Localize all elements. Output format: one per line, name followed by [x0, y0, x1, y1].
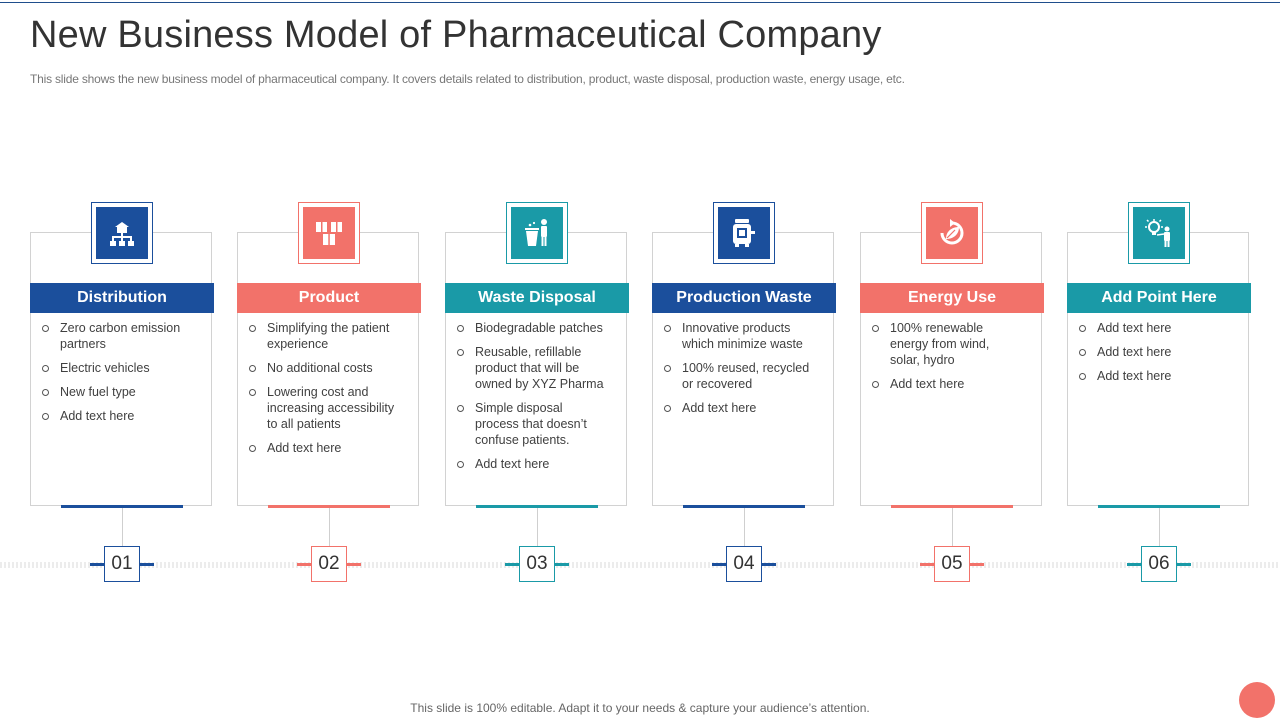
list-item: 100% renewable energy from wind, solar, …	[862, 320, 1022, 368]
step-number: 02	[311, 546, 347, 582]
list-item: Simplifying the patient experience	[239, 320, 399, 352]
column-title: Production Waste	[652, 283, 836, 313]
list-item: Add text here	[862, 376, 1022, 392]
number-side-dash-right	[345, 563, 361, 566]
column-connector-line	[1159, 508, 1160, 546]
list-item: No additional costs	[239, 360, 399, 376]
column-connector-line	[537, 508, 538, 546]
list-item: Add text here	[447, 456, 607, 472]
production-machine-icon	[718, 207, 770, 259]
step-number: 06	[1141, 546, 1177, 582]
list-item: 100% reused, recycled or recovered	[654, 360, 814, 392]
distribution-network-icon	[96, 207, 148, 259]
number-side-dash-left	[920, 563, 936, 566]
column-icon-frame	[298, 202, 360, 264]
number-side-dash-left	[90, 563, 106, 566]
product-boxes-icon	[303, 207, 355, 259]
list-item: Add text here	[654, 400, 814, 416]
step-number: 04	[726, 546, 762, 582]
list-item: Add text here	[1069, 368, 1229, 384]
list-item: Lowering cost and increasing accessibili…	[239, 384, 399, 432]
column-title: Distribution	[30, 283, 214, 313]
column-card	[30, 232, 212, 506]
number-side-dash-right	[968, 563, 984, 566]
list-item: Innovative products which minimize waste	[654, 320, 814, 352]
column-icon-frame	[1128, 202, 1190, 264]
step-number: 05	[934, 546, 970, 582]
number-side-dash-right	[138, 563, 154, 566]
list-item: Reusable, refillable product that will b…	[447, 344, 607, 392]
list-item: New fuel type	[32, 384, 192, 400]
column-icon-frame	[713, 202, 775, 264]
list-item: Biodegradable patches	[447, 320, 607, 336]
column-icon-frame	[921, 202, 983, 264]
corner-dot-decoration	[1239, 682, 1275, 718]
column-icon-frame	[91, 202, 153, 264]
column-icon-frame	[506, 202, 568, 264]
renewable-energy-leaf-icon	[926, 207, 978, 259]
column-bottom-accent	[683, 505, 805, 508]
column-title: Energy Use	[860, 283, 1044, 313]
column-bottom-accent	[891, 505, 1013, 508]
column-card	[237, 232, 419, 506]
footer-note: This slide is 100% editable. Adapt it to…	[410, 701, 870, 715]
column-points: Simplifying the patient experience No add…	[239, 320, 399, 464]
number-side-dash-left	[712, 563, 728, 566]
step-number: 03	[519, 546, 555, 582]
number-side-dash-right	[553, 563, 569, 566]
number-side-dash-right	[1175, 563, 1191, 566]
column-points: Innovative products which minimize waste…	[654, 320, 814, 424]
list-item: Add text here	[1069, 344, 1229, 360]
title-top-rule	[0, 2, 1280, 3]
list-item: Electric vehicles	[32, 360, 192, 376]
column-connector-line	[744, 508, 745, 546]
column-bottom-accent	[1098, 505, 1220, 508]
list-item: Add text here	[1069, 320, 1229, 336]
column-connector-line	[329, 508, 330, 546]
column-card	[445, 232, 627, 506]
column-points: 100% renewable energy from wind, solar, …	[862, 320, 1022, 400]
column-card	[860, 232, 1042, 506]
list-item: Add text here	[239, 440, 399, 456]
step-number: 01	[104, 546, 140, 582]
column-title: Product	[237, 283, 421, 313]
waste-bin-person-icon	[511, 207, 563, 259]
idea-bulb-person-icon	[1133, 207, 1185, 259]
number-side-dash-left	[1127, 563, 1143, 566]
column-bottom-accent	[476, 505, 598, 508]
column-connector-line	[952, 508, 953, 546]
list-item: Zero carbon emission partners	[32, 320, 192, 352]
list-item: Simple disposal process that doesn’t con…	[447, 400, 607, 448]
column-connector-line	[122, 508, 123, 546]
column-title: Waste Disposal	[445, 283, 629, 313]
slide-title: New Business Model of Pharmaceutical Com…	[30, 14, 882, 56]
list-item: Add text here	[32, 408, 192, 424]
column-bottom-accent	[61, 505, 183, 508]
column-title: Add Point Here	[1067, 283, 1251, 313]
number-side-dash-left	[505, 563, 521, 566]
column-bottom-accent	[268, 505, 390, 508]
slide-subtitle: This slide shows the new business model …	[30, 72, 905, 86]
number-side-dash-right	[760, 563, 776, 566]
column-card	[652, 232, 834, 506]
timeline-line	[0, 562, 1280, 568]
number-side-dash-left	[297, 563, 313, 566]
